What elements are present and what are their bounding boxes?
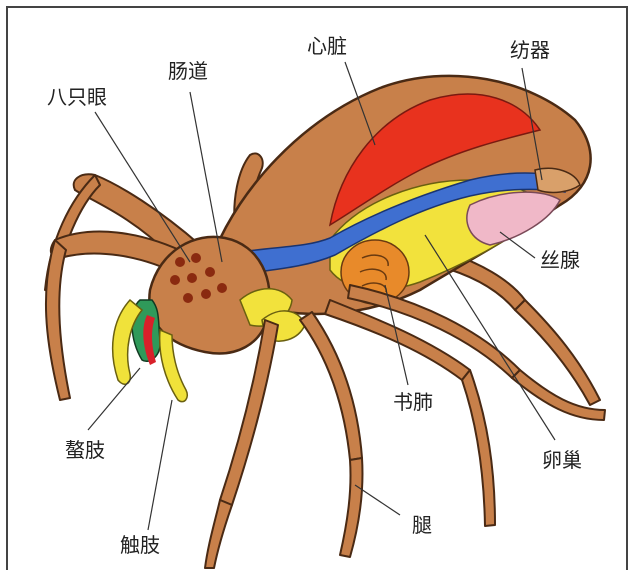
silk-gland-shape xyxy=(467,192,560,245)
label-book-lung: 书肺 xyxy=(393,392,433,412)
label-silk-gland: 丝腺 xyxy=(540,250,580,270)
abdomen xyxy=(215,76,591,314)
label-intestine: 肠道 xyxy=(168,61,208,81)
label-pedipalps: 触肢 xyxy=(120,535,160,555)
label-legs: 腿 xyxy=(412,515,432,535)
label-ovary: 卵巢 xyxy=(542,450,582,470)
label-spinnerets: 纺器 xyxy=(510,40,550,60)
label-heart: 心脏 xyxy=(307,36,347,56)
label-eight-eyes: 八只眼 xyxy=(47,87,107,107)
label-chelicerae: 螯肢 xyxy=(65,440,105,460)
